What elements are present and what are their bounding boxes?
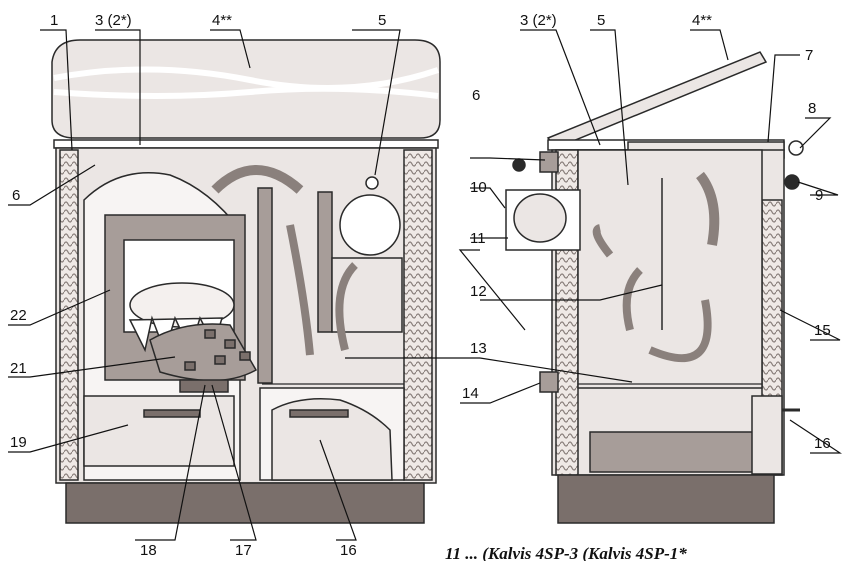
label-18: 18 [140,542,157,559]
label-16b: 16 [814,435,831,452]
label-3b: 3 (2*) [520,12,557,29]
label-21: 21 [10,360,27,377]
label-9: 9 [815,187,823,204]
leader-lines [8,29,842,541]
label-22: 22 [10,307,27,324]
label-5: 5 [378,12,386,29]
label-16: 16 [340,542,357,559]
label-4: 4** [212,12,232,29]
label-8: 8 [808,100,816,117]
label-19: 19 [10,434,27,451]
side-section-view [505,51,804,524]
front-section-view [51,39,441,524]
insulation-left [59,149,79,481]
label-5b: 5 [597,12,605,29]
part-labels: 1 3 (2*) 4** 5 6 22 21 19 18 17 16 12 13… [10,12,831,559]
knob-9 [784,174,800,190]
label-13: 13 [470,340,487,357]
label-14: 14 [462,385,479,402]
stove-base-side [557,474,775,524]
caption-text: 11 ... (Kalvis 4SP-3 (Kalvis 4SP-1* [445,544,687,561]
label-12: 12 [470,283,487,300]
label-17: 17 [235,542,252,559]
label-1: 1 [50,12,58,29]
label-3: 3 (2*) [95,12,132,29]
grate [149,323,258,382]
flue-divider-2 [317,191,333,333]
label-7: 7 [805,47,813,64]
label-4b: 4** [692,12,712,29]
label-11: 11 [470,230,486,247]
cooking-lid [51,39,441,139]
side-door-16 [751,395,783,475]
label-6b: 6 [472,87,480,104]
handle-rail [788,140,804,156]
label-10: 10 [470,179,487,196]
insulation-right [403,149,433,481]
label-15: 15 [814,322,831,339]
flue-outlet [339,194,401,256]
ash-drawer [83,395,235,467]
label-6: 6 [12,187,20,204]
flue-divider-1 [257,187,273,384]
lid-raised [546,51,768,149]
